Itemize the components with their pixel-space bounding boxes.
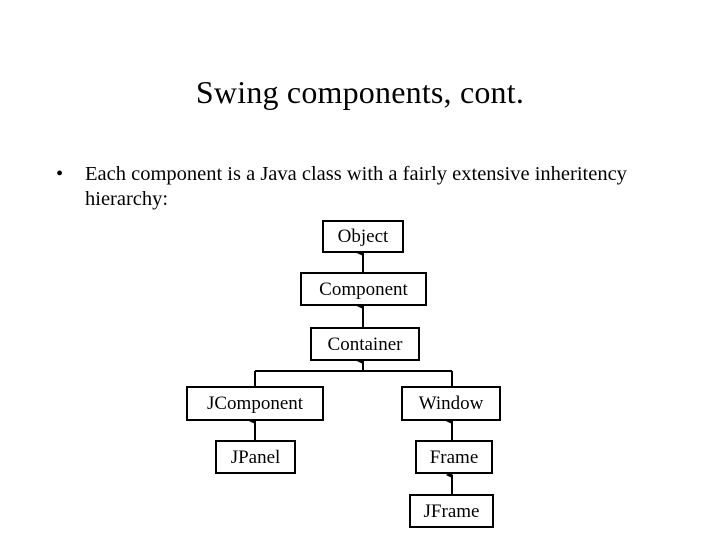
bullet-list: • Each component is a Java class with a … bbox=[52, 162, 632, 212]
class-node-jpanel: JPanel bbox=[215, 440, 296, 474]
class-node-window: Window bbox=[401, 386, 501, 421]
class-node-jframe: JFrame bbox=[409, 494, 494, 528]
class-node-component: Component bbox=[300, 272, 427, 306]
class-node-object: Object bbox=[322, 220, 404, 253]
class-node-jcomponent: JComponent bbox=[186, 386, 324, 421]
bullet-text: Each component is a Java class with a fa… bbox=[85, 163, 627, 210]
class-node-frame: Frame bbox=[415, 440, 493, 474]
list-item: • Each component is a Java class with a … bbox=[52, 162, 632, 212]
class-node-container: Container bbox=[310, 327, 420, 361]
page-title: Swing components, cont. bbox=[195, 74, 525, 110]
bullet-point-icon: • bbox=[56, 163, 64, 185]
